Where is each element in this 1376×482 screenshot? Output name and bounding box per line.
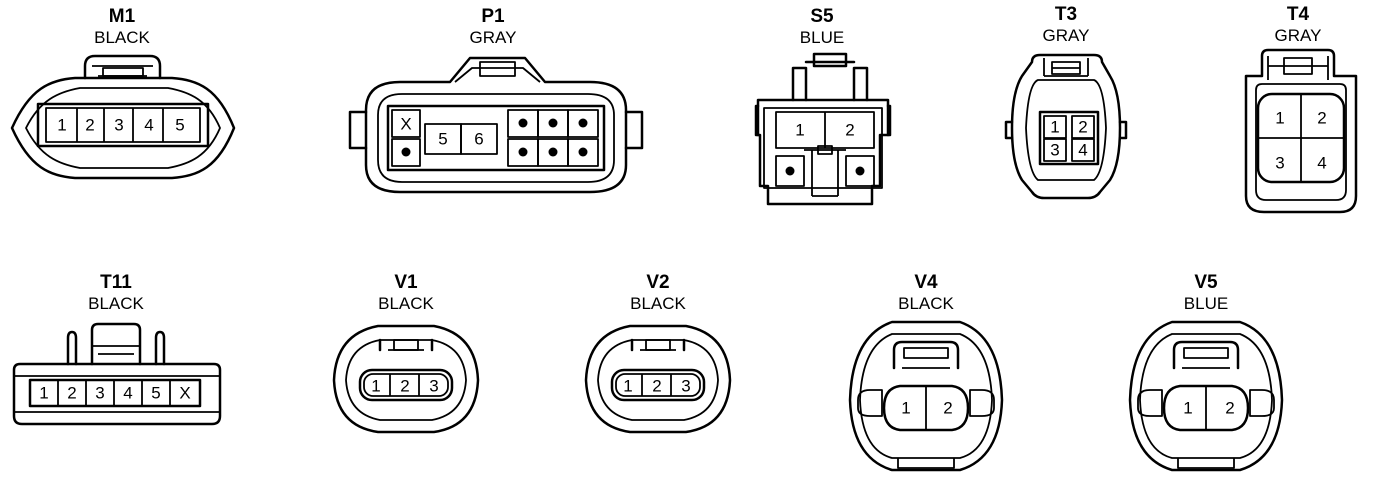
connector-m1-pin: 4 [144,116,153,135]
connector-v2-pin: 1 [623,377,632,396]
connector-v4-color: BLACK [898,294,954,313]
connector-v5-pin: 2 [1225,399,1234,418]
connector-v2-drawing [584,324,732,434]
connector-t11-pin: 5 [151,384,160,403]
connector-t3-pin: 3 [1050,141,1059,160]
connector-t11-pin: 4 [123,384,132,403]
connector-t4-pin: 3 [1275,154,1284,173]
connector-t4-pin: 2 [1317,109,1326,128]
connector-v1-pin: 2 [400,377,409,396]
connector-t3-drawing [1004,53,1128,200]
connector-s5-pin: 1 [795,121,804,140]
connector-t11-pin: 3 [95,384,104,403]
connector-v5: V5 BLUE 1 2 [1128,272,1284,472]
connector-s5-pin: 2 [845,121,854,140]
connector-t11-drawing [12,322,222,426]
connector-v2-pin: 2 [652,377,661,396]
connector-p1-pin: 6 [474,130,483,149]
connector-m1-name: M1 [109,6,136,27]
connector-v4-pin: 1 [901,399,910,418]
connector-p1-pin: 5 [438,130,447,149]
connector-v2-name: V2 [646,272,669,293]
connector-t4-name: T4 [1287,4,1310,25]
connector-v4-name: V4 [914,272,938,293]
connector-m1-pin: 5 [175,116,184,135]
connector-p1-color: GRAY [470,28,517,47]
connector-t4-drawing [1244,48,1358,214]
connector-p1-pin: X [400,115,411,134]
connector-t11-pin: X [179,384,190,403]
connector-p1: P1 GRAY X [348,6,644,194]
connector-t3-pin: 4 [1078,141,1087,160]
connector-m1-drawing [10,54,236,180]
connector-v5-name: V5 [1194,272,1218,293]
connector-v1-pin: 1 [371,377,380,396]
connector-t3: T3 GRAY 1 2 3 4 [1004,4,1128,200]
connector-s5-color: BLUE [800,28,844,47]
connector-t3-name: T3 [1055,4,1077,25]
connector-m1-pin: 3 [114,116,123,135]
connector-v5-pin: 1 [1183,399,1192,418]
connector-m1-pin: 1 [57,116,66,135]
connector-v1-color: BLACK [378,294,434,313]
connector-v2-color: BLACK [630,294,686,313]
connector-s5-drawing [754,52,892,206]
connector-m1: M1 BLACK 1 2 3 4 5 [10,6,236,180]
connector-v2-pin: 3 [681,377,690,396]
connector-t11-pin: 1 [39,384,48,403]
connector-v2: V2 BLACK 1 2 3 [584,272,732,434]
connector-v5-color: BLUE [1184,294,1228,313]
connector-t3-color: GRAY [1043,26,1090,45]
connector-t4: T4 GRAY 1 2 3 4 [1244,4,1358,214]
connector-v1-name: V1 [394,272,418,293]
connector-p1-drawing [348,56,644,194]
connector-s5: S5 BLUE 1 2 [754,6,892,206]
connector-v1-pin: 3 [429,377,438,396]
connector-s5-name: S5 [810,6,834,27]
connector-v1-drawing [332,324,480,434]
connector-t4-pin: 4 [1317,154,1326,173]
connector-t11: T11 BLACK 1 2 3 4 5 X [12,272,222,426]
connector-v5-drawing [1128,320,1284,472]
connector-v4: V4 BLACK 1 2 [848,272,1004,472]
connector-m1-color: BLACK [94,28,150,47]
connector-t3-pin: 2 [1078,118,1087,137]
connector-v1: V1 BLACK 1 2 3 [332,272,480,434]
connector-t4-color: GRAY [1275,26,1322,45]
connector-v4-drawing [848,320,1004,472]
connector-t11-color: BLACK [88,294,144,313]
connector-t11-pin: 2 [67,384,76,403]
connector-p1-name: P1 [481,6,505,27]
connector-t3-pin: 1 [1050,118,1059,137]
connector-m1-pin: 2 [85,116,94,135]
connector-v4-pin: 2 [943,399,952,418]
connector-t4-pin: 1 [1275,109,1284,128]
connector-t11-name: T11 [100,272,132,293]
